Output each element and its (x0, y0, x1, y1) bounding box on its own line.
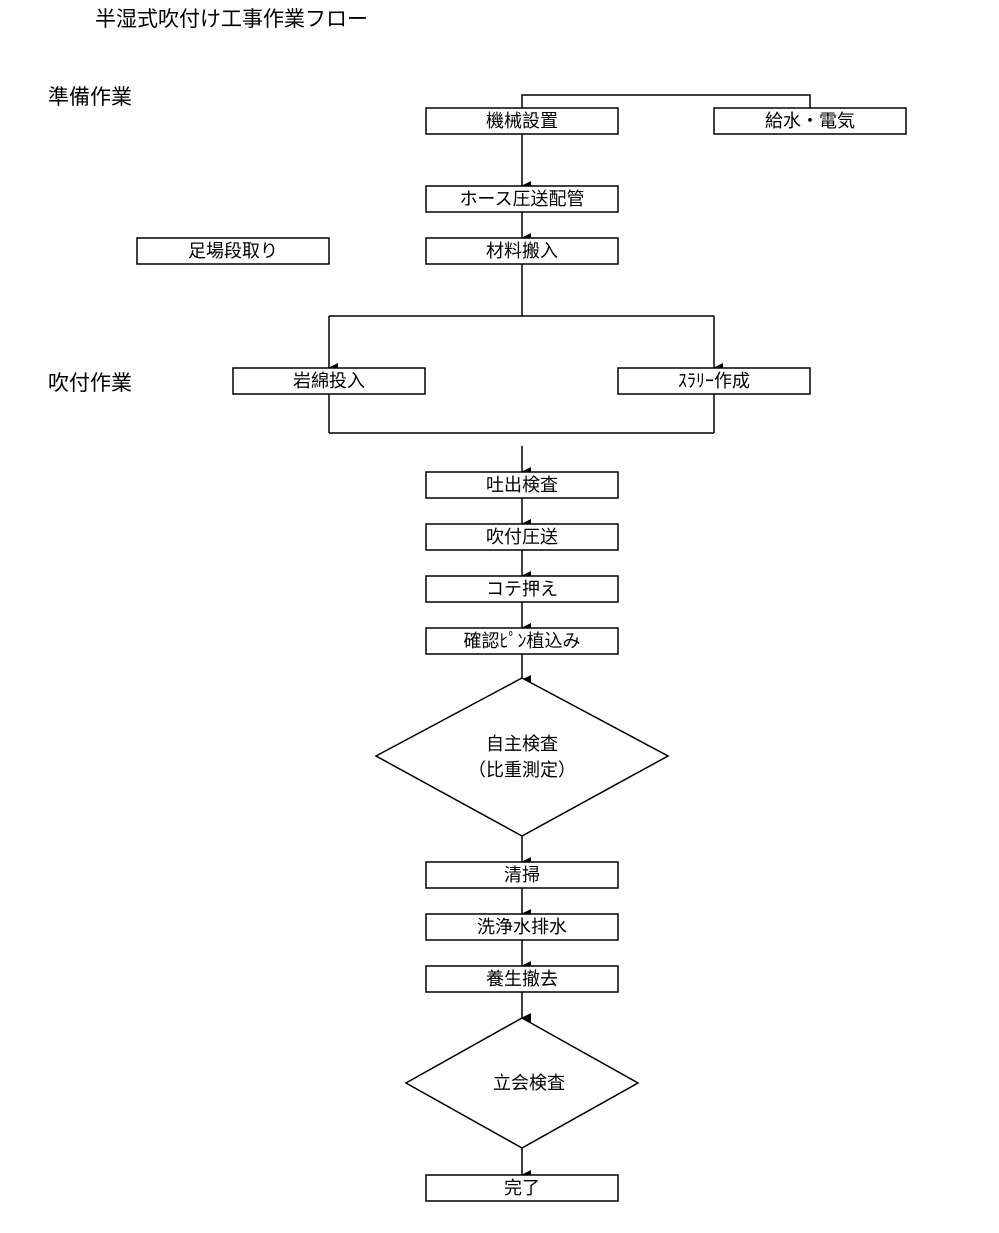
node-pin-insert: 確認ﾋﾟﾝ植込み (425, 627, 619, 655)
node-label: 材料搬入 (486, 241, 558, 262)
node-label: 吐出検査 (486, 475, 558, 496)
connectors (328, 94, 811, 1180)
section-label-spray: 吹付作業 (48, 371, 132, 395)
node-discharge-check: 吐出検査 (425, 471, 619, 499)
page-title: 半湿式吹付け工事作業フロー (95, 7, 368, 31)
node-label: ｽﾗﾘｰ作成 (678, 371, 750, 392)
node-scaffold: 足場段取り (136, 237, 330, 265)
node-label: ホース圧送配管 (459, 189, 584, 210)
node-rockwool-in: 岩綿投入 (232, 367, 426, 395)
node-label: 給水・電気 (765, 111, 855, 132)
node-cure-remove: 養生撤去 (425, 965, 619, 993)
node-cleaning: 清掃 (425, 861, 619, 889)
node-label: 洗浄水排水 (477, 917, 567, 938)
node-label: 足場段取り (188, 241, 278, 262)
node-water-power: 給水・電気 (713, 107, 907, 135)
node-label: 清掃 (504, 865, 540, 886)
node-wash-drain: 洗浄水排水 (425, 913, 619, 941)
node-machine-setup: 機械設置 (425, 107, 619, 135)
node-hose-piping: ホース圧送配管 (425, 185, 619, 213)
node-label: 機械設置 (486, 111, 558, 132)
decision-label: 自主検査 (486, 734, 558, 755)
node-done: 完了 (425, 1174, 619, 1202)
node-label: 養生撤去 (486, 969, 558, 990)
node-trowel: コテ押え (425, 575, 619, 603)
decision-label: 立会検査 (493, 1073, 565, 1094)
decision-witness-check: 立会検査 (404, 1017, 640, 1149)
node-slurry: ｽﾗﾘｰ作成 (617, 367, 811, 395)
node-label: 確認ﾋﾟﾝ植込み (464, 631, 581, 652)
decision-self-check: 自主検査 （比重測定） (374, 677, 670, 837)
node-spray-pump: 吹付圧送 (425, 523, 619, 551)
node-material-in: 材料搬入 (425, 237, 619, 265)
node-label: 完了 (504, 1178, 540, 1199)
node-label: 吹付圧送 (486, 527, 558, 548)
node-label: コテ押え (486, 579, 558, 600)
decision-label-sub: （比重測定） (468, 760, 576, 781)
node-label: 岩綿投入 (293, 371, 365, 392)
section-label-prep: 準備作業 (48, 85, 132, 109)
